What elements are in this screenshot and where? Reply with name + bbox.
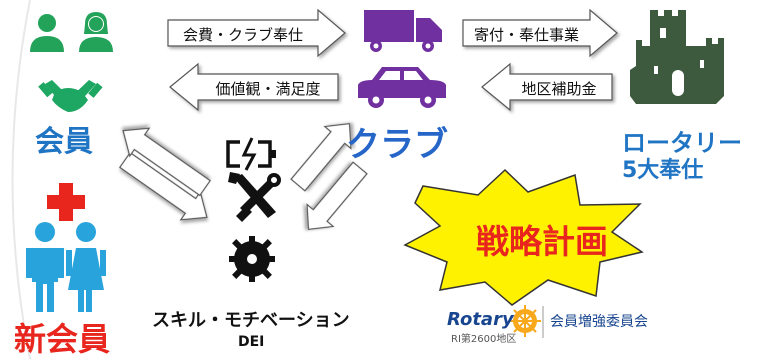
arrow-donation-service: [462, 8, 618, 58]
arrow-skills-to-club: [290, 123, 352, 192]
arrow-label-values-satisfaction: 価値観・満足度: [215, 80, 321, 98]
rotary-label-line1: ロータリー: [622, 129, 742, 157]
battery-charge-icon: [226, 137, 276, 171]
arrow-member-to-skills: [119, 151, 208, 221]
district-label: RI第2600地区: [451, 334, 517, 345]
rotary-label-line2: 5大奉仕: [622, 158, 704, 183]
car-icon: [358, 67, 446, 108]
truck-icon: [364, 10, 442, 52]
arrow-label-membership-fee: 会費・クラブ奉仕: [182, 26, 303, 44]
rotary-wordmark: Rotary: [447, 309, 514, 330]
arrow-label-district-grant: 地区補助金: [521, 80, 597, 98]
left-border-curve: [11, 0, 31, 359]
arrow-district-grant: [481, 62, 613, 112]
skills-motivation-label: スキル・モチベーション: [152, 310, 350, 331]
plus-label: +: [0, 0, 1, 1]
person-icon: [66, 222, 106, 312]
rotary-wheel-icon: [509, 305, 541, 337]
strategic-plan-label: 戦略計画: [476, 222, 608, 261]
person-icon: [26, 222, 64, 312]
club-label: クラブ: [346, 125, 448, 165]
person-icon: [79, 12, 113, 52]
wrench-screwdriver-icon: [228, 172, 281, 222]
arrow-membership-fee: [167, 8, 346, 58]
member-label: 会員: [35, 124, 94, 158]
arrow-values-satisfaction: [169, 62, 339, 112]
gear-icon: [229, 236, 275, 282]
new-member-label: 新会員: [14, 320, 111, 358]
castle-icon: [630, 10, 724, 104]
handshake-icon: [38, 80, 103, 112]
person-icon: [30, 14, 64, 52]
strategic-plan-burst: [403, 168, 644, 306]
plus-icon: [47, 183, 85, 221]
dei-label: DEI: [238, 334, 265, 350]
arrow-skills-to-member: [122, 127, 211, 197]
committee-label: 会員増強委員会: [550, 314, 648, 330]
arrow-label-donation-service: 寄付・奉仕事業: [473, 26, 579, 44]
arrow-club-to-skills: [306, 161, 368, 230]
